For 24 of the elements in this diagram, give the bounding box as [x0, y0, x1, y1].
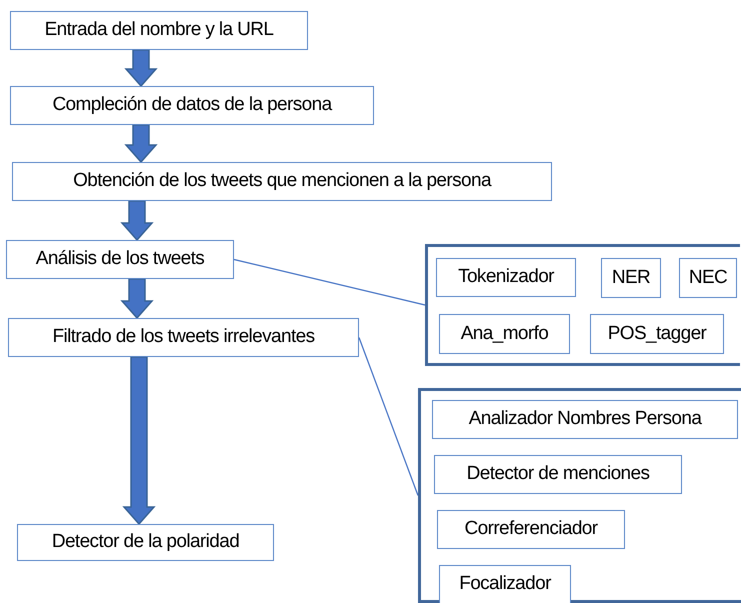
process-box: Focalizador [439, 565, 571, 603]
block-arrow [120, 200, 154, 242]
block-arrow [120, 278, 154, 320]
process-box: Entrada del nombre y la URL [10, 11, 308, 50]
block-arrow [124, 124, 158, 164]
process-box: Analizador Nombres Persona [432, 400, 738, 439]
process-box: Compleción de datos de la persona [10, 86, 374, 125]
process-box: NEC [679, 258, 737, 298]
group-panel [418, 388, 741, 603]
process-box: Análisis de los tweets [6, 240, 234, 279]
process-box: POS_tagger [590, 314, 724, 354]
block-arrow [122, 356, 156, 526]
process-box: NER [601, 258, 661, 298]
process-box: Filtrado de los tweets irrelevantes [8, 318, 359, 357]
process-box: Tokenizador [436, 258, 576, 297]
group-panel [425, 244, 740, 366]
block-arrow [124, 49, 158, 88]
process-box: Ana_morfo [439, 314, 570, 354]
connector-line [358, 337, 419, 496]
process-box: Correferenciador [437, 510, 625, 549]
process-box: Obtención de los tweets que mencionen a la persona [12, 162, 552, 201]
connector-line [234, 258, 426, 306]
process-box: Detector de la polaridad [17, 524, 274, 561]
process-box: Detector de menciones [434, 455, 682, 494]
